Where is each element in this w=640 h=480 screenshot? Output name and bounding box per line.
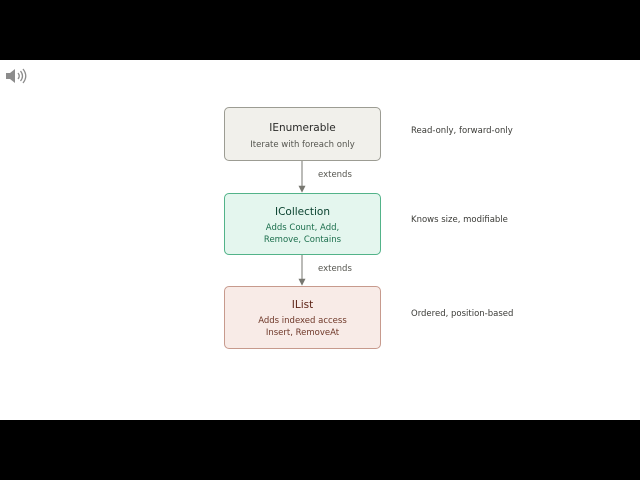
connector-arrows	[298, 161, 306, 286]
slide-canvas: IEnumerable Iterate with foreach only IC…	[0, 60, 640, 420]
side-note-icollection: Knows size, modifiable	[411, 215, 508, 225]
node-ilist: IList Adds indexed access Insert, Remove…	[224, 286, 381, 349]
node-ienumerable: IEnumerable Iterate with foreach only	[224, 107, 381, 161]
node-icollection: ICollection Adds Count, Add, Remove, Con…	[224, 193, 381, 255]
node-description-line: Insert, RemoveAt	[265, 328, 340, 338]
node-description-line: Adds indexed access	[258, 316, 347, 326]
speaker-icon[interactable]	[4, 66, 28, 86]
node-description: Iterate with foreach only	[250, 140, 355, 150]
edge-label-extends: extends	[318, 264, 352, 274]
node-title: IEnumerable	[269, 122, 336, 134]
node-title: IList	[291, 299, 314, 311]
node-description-line: Remove, Contains	[263, 235, 342, 245]
edge-label-extends: extends	[318, 170, 352, 180]
side-note-ienumerable: Read-only, forward-only	[411, 126, 513, 136]
side-note-ilist: Ordered, position-based	[411, 309, 514, 319]
node-title: ICollection	[274, 206, 331, 218]
node-description-line: Adds Count, Add,	[265, 223, 340, 233]
